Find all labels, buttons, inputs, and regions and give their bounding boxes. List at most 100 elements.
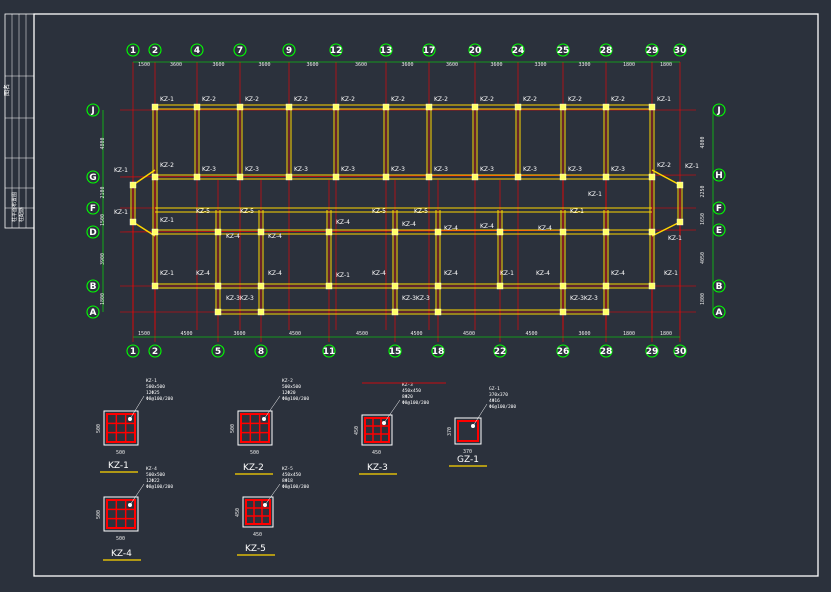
column — [382, 103, 390, 111]
dimension-text: 3600 — [170, 62, 182, 68]
column — [193, 103, 201, 111]
dimension-text: 1800 — [660, 62, 672, 68]
axis-bubble-bottom-label: 11 — [323, 347, 336, 357]
column — [151, 282, 159, 290]
dimension-text: 3600 — [307, 62, 319, 68]
dimension-text: 1800 — [660, 331, 672, 337]
column — [425, 103, 433, 111]
column-tag: KZ-1 — [668, 235, 682, 242]
section-note: GZ-1 — [489, 386, 500, 392]
axis-bubble-top-label: 25 — [557, 46, 570, 56]
column-tag: KZ-1 — [588, 191, 602, 198]
column-tag: KZ-1 — [336, 272, 350, 279]
section-outline — [103, 410, 139, 446]
column — [648, 228, 656, 236]
column-tag: KZ-3 — [245, 166, 259, 173]
column — [496, 282, 504, 290]
axis-bubble-top-label: 17 — [423, 46, 436, 56]
axis-bubble-top-label: 29 — [646, 46, 659, 56]
dimension-text: 3900 — [100, 253, 106, 265]
axis-bubble-top — [599, 43, 613, 57]
section-width: 500 — [116, 450, 125, 456]
section-outline — [361, 414, 393, 446]
column-tag: KZ-4 — [538, 225, 552, 232]
column-tag: KZ-3 — [202, 166, 216, 173]
axis-bubble-top-label: 20 — [469, 46, 482, 56]
dimension-text: 4500 — [181, 331, 193, 337]
axis-bubble-bottom — [322, 344, 336, 358]
column — [391, 282, 399, 290]
dimension-text: 4500 — [411, 331, 423, 337]
column — [559, 173, 567, 181]
column — [425, 173, 433, 181]
axis-bubble-top-label: 13 — [380, 46, 393, 56]
axis-bubble-bottom-label: 1 — [130, 347, 136, 357]
dimension-text: 4800 — [100, 137, 106, 149]
axis-bubble-top — [511, 43, 525, 57]
section-title: KZ-3 — [367, 463, 388, 473]
axis-bubble-top-label: 12 — [330, 46, 343, 56]
column — [648, 282, 656, 290]
axis-bubble-bottom-label: 8 — [258, 347, 264, 357]
axis-bubble-top — [468, 43, 482, 57]
section-note: 450x450 — [282, 472, 301, 478]
column-tag: KZ-2 — [523, 96, 537, 103]
column-tag: KZ-4 — [196, 270, 210, 277]
column-tag: KZ-1 — [570, 208, 584, 215]
column — [602, 173, 610, 181]
section-width: 370 — [463, 449, 472, 455]
section-note: KZ-1 — [146, 378, 157, 384]
column-tag: KZ-5 — [240, 208, 254, 215]
axis-bubble-top — [190, 43, 204, 57]
column-tag: KZ-3 — [611, 166, 625, 173]
column-tag: KZ-4 — [336, 219, 350, 226]
column-tag: KZ-5 — [414, 208, 428, 215]
section-title: KZ-4 — [111, 549, 132, 559]
beam-diagonal — [132, 169, 156, 186]
column — [325, 282, 333, 290]
axis-bubble-right — [712, 103, 726, 117]
column — [129, 218, 137, 226]
column-tag: KZ-1 — [114, 209, 128, 216]
leader-line — [264, 483, 281, 506]
column-tag: KZ-5 — [196, 208, 210, 215]
column-tag: KZ-4 — [402, 221, 416, 228]
column — [391, 308, 399, 316]
column — [434, 308, 442, 316]
axis-bubble-right — [712, 279, 726, 293]
axis-bubble-bottom — [556, 344, 570, 358]
section-width: 500 — [116, 536, 125, 542]
axis-bubble-top — [556, 43, 570, 57]
column-tag: KZ-4 — [226, 233, 240, 240]
axis-bubble-top — [148, 43, 162, 57]
dimension-text: 3600 — [446, 62, 458, 68]
axis-bubble-right-label: F — [716, 204, 722, 214]
dimension-text: 3600 — [579, 331, 591, 337]
column-tag: KZ-4 — [536, 270, 550, 277]
axis-bubble-bottom — [254, 344, 268, 358]
leader-line — [383, 399, 401, 424]
axis-bubble-bottom-label: 28 — [600, 347, 613, 357]
axis-bubble-left-label: B — [90, 282, 97, 292]
column-tag: KZ-2 — [391, 96, 405, 103]
dimension-text: 1650 — [700, 213, 706, 225]
dimension-text: 1500 — [138, 331, 150, 337]
dimension-text: 3600 — [259, 62, 271, 68]
dimension-text: 1800 — [623, 331, 635, 337]
leader-line — [129, 483, 145, 506]
axis-bubble-right-label: H — [715, 171, 723, 181]
drawing-frame — [33, 13, 819, 577]
section-note: 370x370 — [489, 392, 508, 398]
dimension-text: 4500 — [526, 331, 538, 337]
axis-bubble-top-label: 30 — [674, 46, 687, 56]
section-outline — [237, 410, 273, 446]
column — [648, 173, 656, 181]
column-tag: KZ-3 — [294, 166, 308, 173]
column-tag: KZ-2 — [341, 96, 355, 103]
axis-bubble-left — [86, 201, 100, 215]
stirrup — [240, 413, 270, 443]
beam-diagonal — [651, 221, 681, 237]
column-tag: KZ-1 — [657, 96, 671, 103]
axis-bubble-bottom-label: 26 — [557, 347, 570, 357]
